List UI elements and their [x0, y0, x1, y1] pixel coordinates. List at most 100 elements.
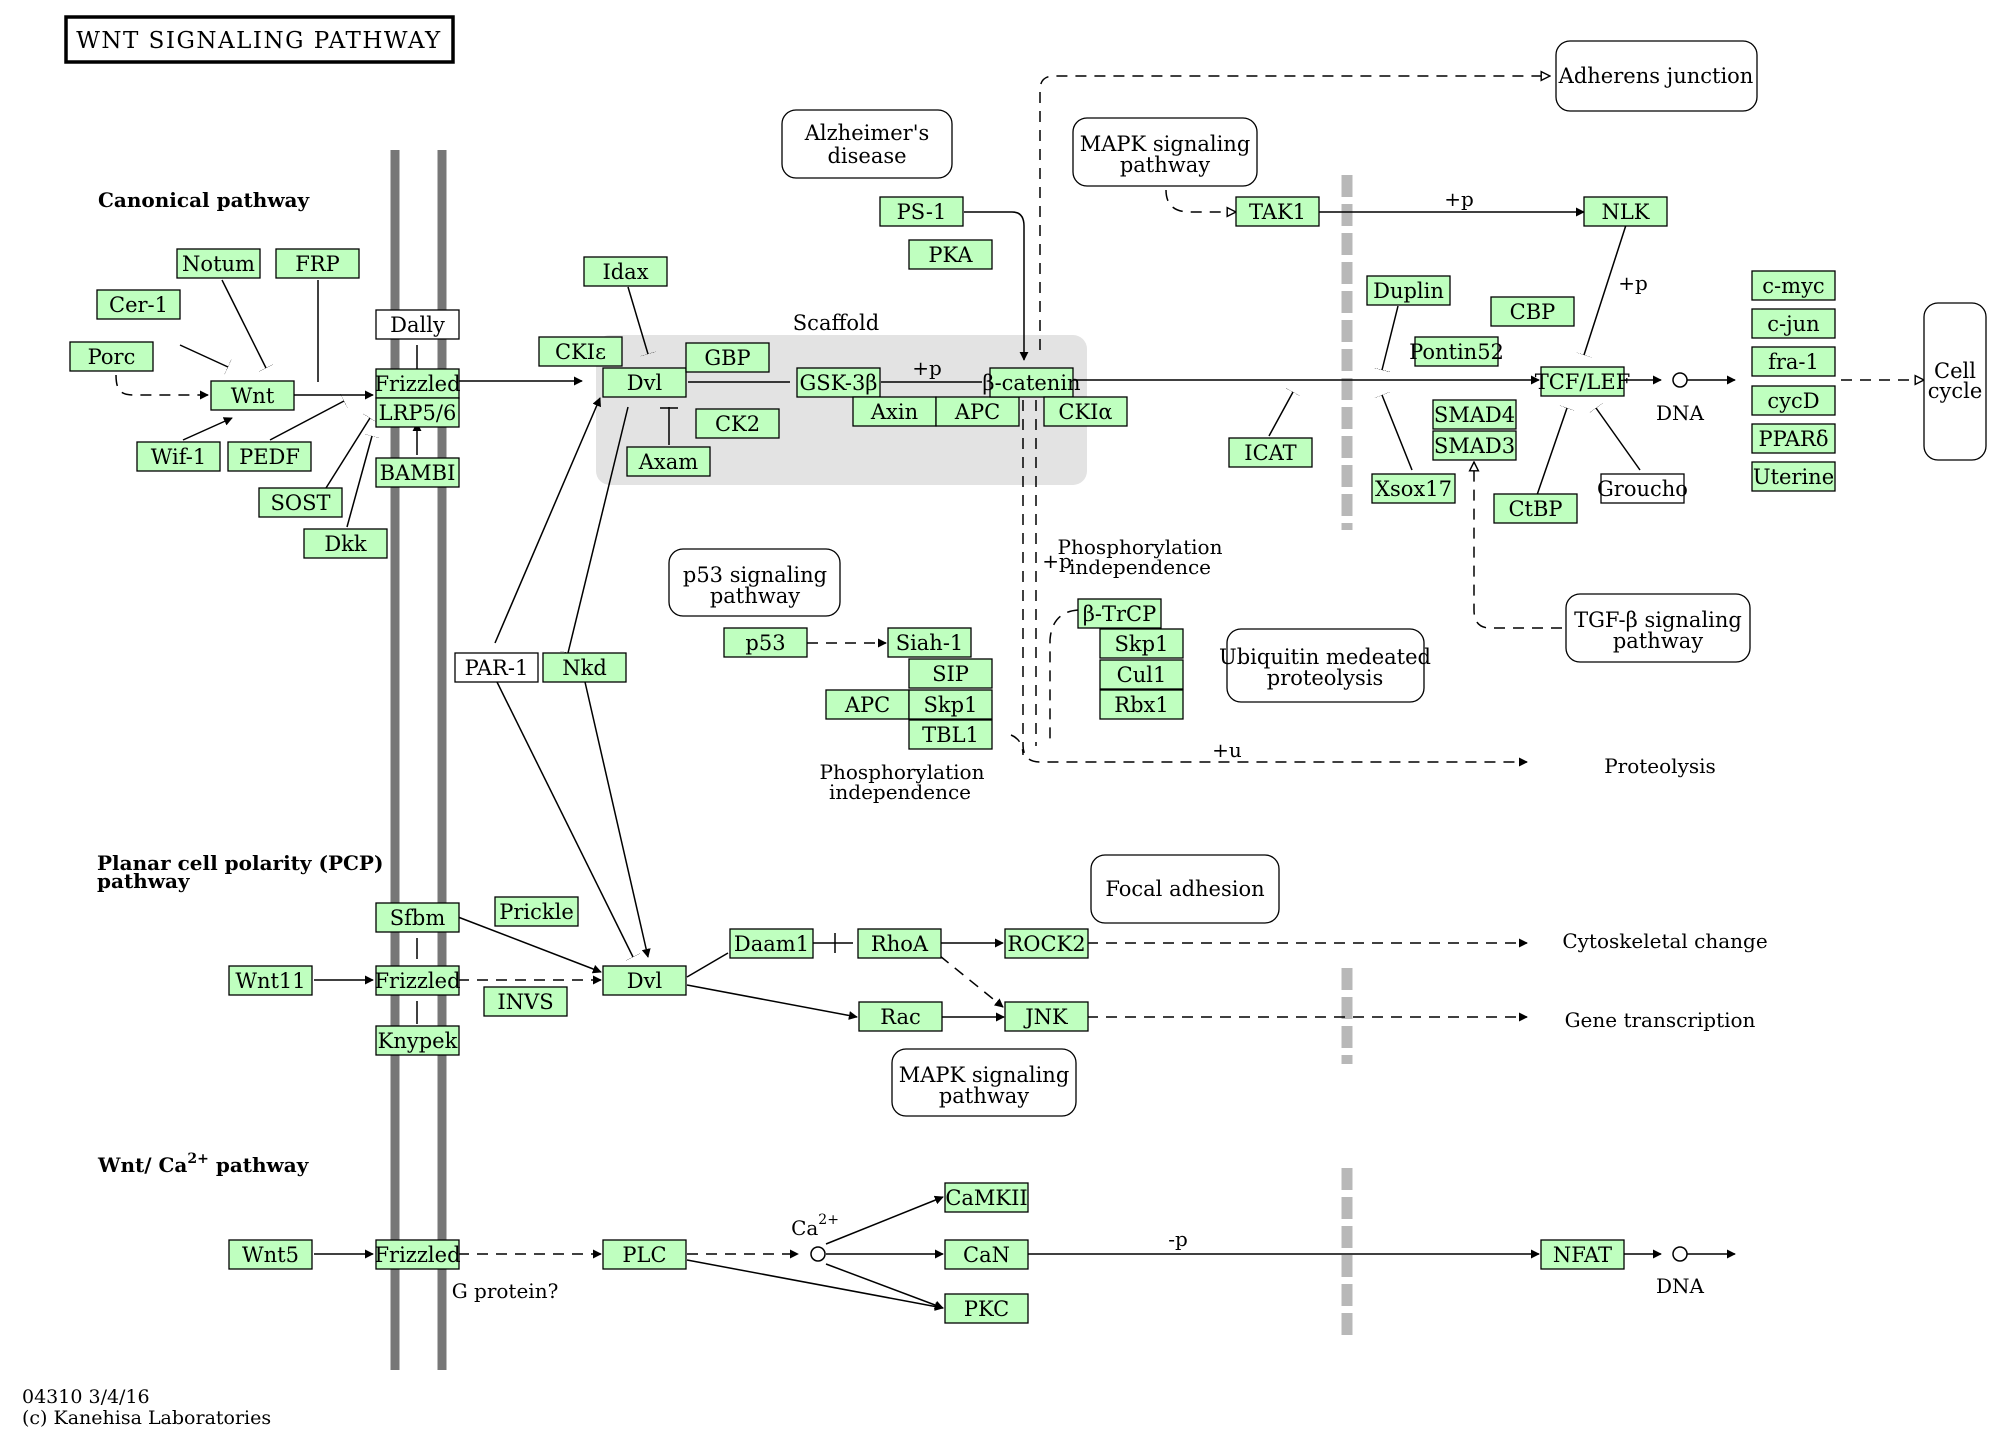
svg-text:-p: -p: [1168, 1227, 1188, 1251]
gene-apc-2[interactable]: APC: [825, 689, 910, 720]
svg-text:Frizzled: Frizzled: [374, 969, 460, 993]
page-title: WNT SIGNALING PATHWAY: [76, 28, 442, 54]
gene-axin[interactable]: Axin: [852, 396, 937, 427]
gene-ctbp[interactable]: CtBP: [1493, 493, 1578, 524]
gene-wnt5[interactable]: Wnt5: [228, 1239, 313, 1270]
gene-smad3[interactable]: SMAD3: [1432, 430, 1517, 461]
gene-pka[interactable]: PKA: [908, 239, 993, 270]
gene-sost[interactable]: SOST: [258, 487, 343, 518]
gene-jnk[interactable]: JNK: [1004, 1001, 1089, 1032]
gene-ck2[interactable]: CK2: [695, 408, 780, 439]
gene-frizzled[interactable]: Frizzled: [374, 368, 461, 399]
gene-can[interactable]: CaN: [944, 1239, 1029, 1270]
gene-fra1[interactable]: fra-1: [1751, 346, 1836, 377]
gene-bcatenin[interactable]: β-catenin: [982, 367, 1081, 398]
gene-frp[interactable]: FRP: [275, 248, 360, 279]
svg-text:Duplin: Duplin: [1373, 279, 1444, 303]
gene-cul1[interactable]: Cul1: [1099, 659, 1184, 690]
svg-text:RhoA: RhoA: [871, 932, 929, 956]
gene-porc[interactable]: Porc: [69, 341, 154, 372]
gene-sip[interactable]: SIP: [908, 658, 993, 689]
gene-ps1[interactable]: PS-1: [879, 196, 964, 227]
gene-dvl[interactable]: Dvl: [602, 367, 687, 398]
gene-wif1[interactable]: Wif-1: [136, 441, 221, 472]
gene-notum[interactable]: Notum: [176, 248, 261, 279]
gene-p53[interactable]: p53: [723, 627, 808, 658]
gene-nlk[interactable]: NLK: [1583, 196, 1668, 227]
gene-tbl1[interactable]: TBL1: [908, 719, 993, 750]
gene-ppard[interactable]: PPARδ: [1751, 423, 1836, 454]
gene-invs[interactable]: INVS: [483, 986, 568, 1017]
proteolysis-label: Proteolysis: [1604, 754, 1716, 778]
svg-text:PPARδ: PPARδ: [1759, 427, 1829, 451]
gene-uterine[interactable]: Uterine: [1751, 461, 1836, 492]
gene-rbx1[interactable]: Rbx1: [1099, 689, 1184, 720]
gene-apc[interactable]: APC: [935, 396, 1020, 427]
gene-daam1[interactable]: Daam1: [729, 928, 814, 959]
gene-pkc[interactable]: PKC: [944, 1293, 1029, 1324]
gene-ckia[interactable]: CKIα: [1043, 396, 1128, 427]
gene-cbp[interactable]: CBP: [1490, 296, 1575, 327]
svg-text:pathway: pathway: [1613, 629, 1703, 653]
gene-cmyc[interactable]: c-myc: [1751, 270, 1836, 301]
gene-frizzled-pcp[interactable]: Frizzled: [374, 965, 461, 996]
gene-groucho[interactable]: Groucho: [1597, 473, 1688, 504]
gene-camkii[interactable]: CaMKII: [944, 1182, 1029, 1213]
gene-rhoa[interactable]: RhoA: [857, 928, 942, 959]
map-focal-adhesion[interactable]: Focal adhesion: [1090, 854, 1280, 924]
svg-text:pathway: pathway: [939, 1084, 1029, 1108]
gene-gbp[interactable]: GBP: [685, 342, 770, 373]
gene-rac[interactable]: Rac: [858, 1001, 943, 1032]
svg-text:Sfbm: Sfbm: [390, 906, 446, 930]
gene-cjun[interactable]: c-jun: [1751, 308, 1836, 339]
gene-nkd[interactable]: Nkd: [542, 652, 627, 683]
gene-gsk3b[interactable]: GSK-3β: [796, 367, 881, 398]
gene-cycd[interactable]: cycD: [1751, 385, 1836, 416]
gene-tak1[interactable]: TAK1: [1235, 196, 1320, 227]
gene-knypek[interactable]: Knypek: [375, 1025, 460, 1056]
gene-dkk[interactable]: Dkk: [303, 528, 388, 559]
gene-axam[interactable]: Axam: [626, 446, 711, 477]
gene-bambi[interactable]: BAMBI: [375, 457, 460, 488]
gene-sfbm[interactable]: Sfbm: [375, 902, 460, 933]
gene-xsox17[interactable]: Xsox17: [1371, 473, 1456, 504]
gene-cer1[interactable]: Cer-1: [96, 289, 181, 320]
gene-pedf[interactable]: PEDF: [227, 441, 312, 472]
gene-rock2[interactable]: ROCK2: [1004, 928, 1089, 959]
dna-label: DNA: [1656, 401, 1705, 425]
gene-plc[interactable]: PLC: [602, 1239, 687, 1270]
gene-pontin52[interactable]: Pontin52: [1409, 336, 1504, 367]
gene-icat[interactable]: ICAT: [1228, 437, 1313, 468]
gene-idax[interactable]: Idax: [583, 256, 668, 287]
gene-duplin[interactable]: Duplin: [1366, 275, 1451, 306]
gene-frizzled-ca[interactable]: Frizzled: [374, 1239, 461, 1270]
gene-par1[interactable]: PAR-1: [454, 652, 539, 683]
independence-label: independence: [1069, 555, 1211, 579]
map-adherens[interactable]: Adherens junction: [1555, 40, 1758, 112]
gene-ckie[interactable]: CKIε: [538, 336, 623, 367]
gene-nfat[interactable]: NFAT: [1540, 1239, 1625, 1270]
svg-text:Nkd: Nkd: [562, 656, 607, 680]
gene-dally[interactable]: Dally: [375, 309, 460, 340]
gene-wnt11[interactable]: Wnt11: [228, 965, 313, 996]
gene-skp1[interactable]: Skp1: [908, 689, 993, 720]
gene-tcflef[interactable]: TCF/LEF: [1535, 366, 1631, 397]
svg-text:TGF-β signaling: TGF-β signaling: [1574, 608, 1742, 632]
gene-skp1-2[interactable]: Skp1: [1099, 628, 1184, 659]
gene-smad4[interactable]: SMAD4: [1432, 399, 1517, 430]
gene-prickle[interactable]: Prickle: [494, 896, 579, 927]
gene-lrp56[interactable]: LRP5/6: [375, 397, 460, 428]
svg-text:CKIε: CKIε: [555, 340, 606, 364]
gene-siah1[interactable]: Siah-1: [887, 627, 972, 658]
svg-text:Wnt: Wnt: [231, 384, 275, 408]
gene-wnt[interactable]: Wnt: [210, 380, 295, 411]
gene-btrcp[interactable]: β-TrCP: [1077, 598, 1162, 629]
gene-dvl-pcp[interactable]: Dvl: [602, 965, 687, 996]
